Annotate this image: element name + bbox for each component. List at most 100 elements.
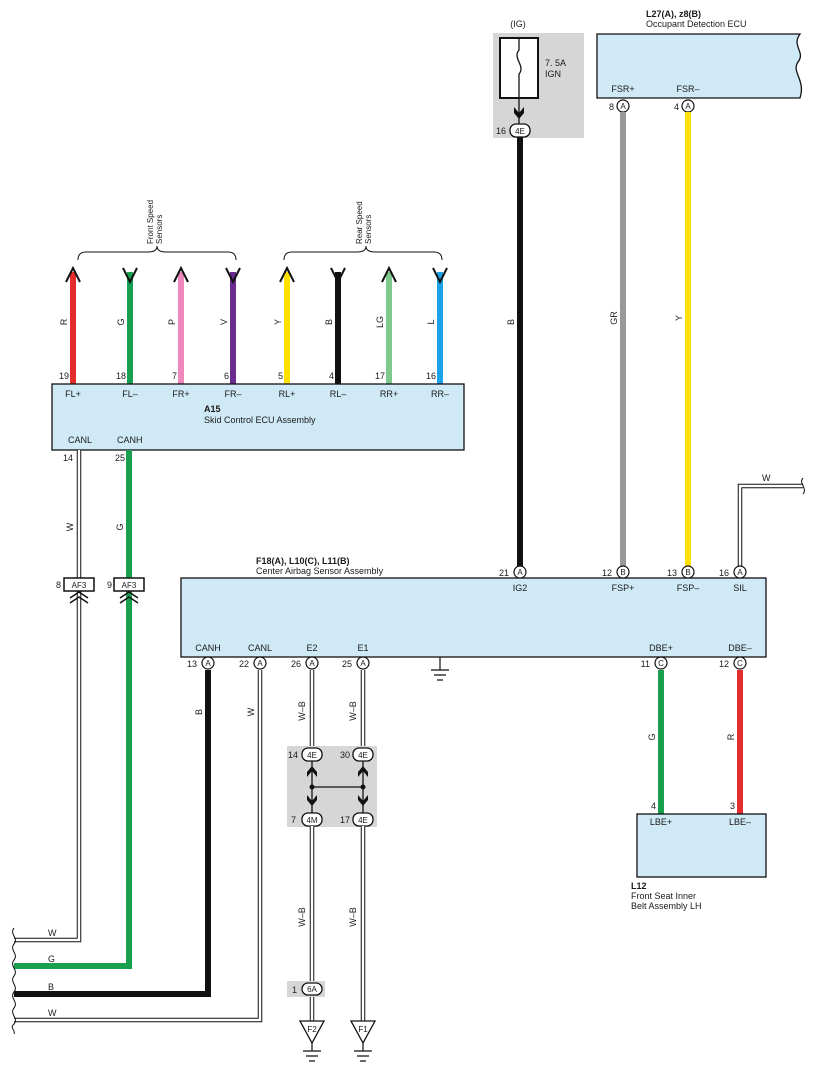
center-bottom-pin-conn: A [257, 659, 263, 668]
junction-pin9-chevron-icon [119, 591, 139, 604]
gc-conn: 6A [307, 985, 317, 994]
wire-color-label: L [426, 319, 436, 324]
ground-f1-label: F1 [358, 1025, 368, 1034]
gj-top-conn-1: 4E [307, 751, 317, 760]
center-bottom-pin-conn: A [205, 659, 211, 668]
gj-top-pin-30: 30 [340, 750, 350, 760]
ground-f2-label: F2 [307, 1025, 317, 1034]
skid-control-ecu: A15 Skid Control ECU Assembly CANL CANH … [51, 383, 465, 463]
arrow-in-icon-5 [330, 267, 346, 285]
center-top-pin-circle [513, 565, 527, 579]
center-top-pin-label: FSP– [677, 583, 700, 593]
center-top-pin-conn: A [517, 568, 523, 577]
belt-pin-label-lbe-minus: LBE– [729, 817, 751, 827]
skid-pin-label: FL– [122, 389, 138, 399]
center-top-pin-conn: B [620, 568, 625, 577]
arrow-in-icon-3 [225, 267, 241, 285]
wire-color-label: P [167, 319, 177, 325]
gj-arrow-up-icon-2 [358, 766, 368, 777]
occupant-ecu-name: Occupant Detection ECU [646, 19, 747, 29]
wire-fsr-plus-color: GR [609, 311, 619, 325]
belt-pin-number-3: 3 [730, 801, 735, 811]
belt-assembly: 4 3 LBE+ LBE– L12 Front Seat Inner Belt … [631, 801, 767, 911]
center-bottom-pin-label: CANL [248, 643, 272, 653]
gj-bottom-conn-2: 4E [358, 816, 368, 825]
skid-pin-label: FR– [224, 389, 241, 399]
skid-pin-number: 18 [116, 371, 126, 381]
junction-pin9-number: 9 [107, 580, 112, 590]
center-bottom-pin-number: 12 [719, 659, 729, 669]
skid-ecu-name: Skid Control ECU Assembly [204, 415, 316, 425]
belt-name-line2: Belt Assembly LH [631, 901, 702, 911]
center-top-pin-number: 12 [602, 568, 612, 578]
wire-sil-break-icon [801, 477, 805, 495]
occupant-ecu-id: L27(A), z8(B) [646, 9, 701, 19]
occupant-pin-number-4: 4 [674, 102, 679, 112]
arrow-out-icon-6 [381, 265, 397, 283]
fuse-rating: 7. 5A [545, 58, 566, 68]
ground-f2: F2 [298, 1020, 326, 1062]
front-sensors-brace-icon [77, 245, 237, 261]
center-bottom-pin-circle [253, 656, 267, 670]
wire-e2-color: W–B [297, 701, 307, 721]
gj-arrow-down-icon-2 [358, 795, 368, 806]
center-top-pin-conn: B [685, 568, 690, 577]
center-bottom-pin-circle [733, 656, 747, 670]
skid-ecu-box [51, 383, 465, 451]
skid-pin-label-canh: CANH [117, 435, 143, 445]
center-bottom-pin-number: 22 [239, 659, 249, 669]
center-bottom-pin-circle [356, 656, 370, 670]
skid-pin-label: RL+ [279, 389, 296, 399]
center-top-pin-number: 16 [719, 568, 729, 578]
center-bottom-pin-conn: C [658, 659, 664, 668]
skid-pin-label: RL– [330, 389, 347, 399]
center-top-pin-number: 21 [499, 568, 509, 578]
center-sensor-id: F18(A), L10(C), L11(B) [256, 556, 350, 566]
wire-skid-canh-green [14, 450, 132, 969]
front-sensors-label-line2: Sensors [155, 215, 164, 244]
skid-pin-label-canl: CANL [68, 435, 92, 445]
left-wire-break-icon [11, 927, 16, 1035]
front-sensors-group: Front Speed Sensors [77, 200, 237, 261]
occupant-pin-4-conn: A [685, 102, 691, 111]
ground-f2-earth-icon [303, 1050, 321, 1062]
rear-sensors-label-line2: Sensors [364, 215, 373, 244]
skid-pin-number-25: 25 [115, 453, 125, 463]
wire-skid-canl-color: W [65, 522, 75, 531]
rear-sensors-group: Rear Speed Sensors [283, 201, 443, 261]
center-bottom-pin-label: E2 [306, 643, 317, 653]
skid-pin-number-14: 14 [63, 453, 73, 463]
occupant-pin-number-8: 8 [609, 102, 614, 112]
junction-af3-pin8: 8 AF3 [56, 577, 95, 604]
center-bottom-pin-conn: A [360, 659, 366, 668]
center-top-pin-circle [681, 565, 695, 579]
wire-sil-color: W [762, 473, 771, 483]
center-top-pin-label: FSP+ [612, 583, 635, 593]
arrow-in-icon-1 [122, 267, 138, 285]
wire-e1-color: W–B [348, 701, 358, 721]
skid-pin-number: 5 [278, 371, 283, 381]
wire-center-canh-color: B [194, 709, 204, 715]
left-exit-label-g: G [48, 954, 55, 964]
belt-pin-label-lbe-plus: LBE+ [650, 817, 672, 827]
wire-sil-outline [737, 483, 803, 567]
junction-pin8-box [63, 577, 95, 592]
center-bottom-pin-label: DBE+ [649, 643, 673, 653]
lower-ground-wires: W–B W–B [297, 826, 366, 1021]
wire-dbe-plus-color: G [647, 733, 657, 740]
center-sensor-box [180, 577, 767, 658]
ground-f1-triangle-icon [349, 1020, 377, 1045]
skid-pin-number: 17 [375, 371, 385, 381]
center-airbag-sensor: F18(A), L10(C), L11(B) Center Airbag Sen… [180, 556, 767, 681]
fuse-icon [516, 38, 522, 98]
occupant-pin-label-fsr-plus: FSR+ [611, 84, 634, 94]
gc-oval [301, 982, 323, 996]
center-bottom-pin-number: 11 [641, 659, 650, 669]
center-bottom-pin-number: 25 [342, 659, 352, 669]
rear-sensors-brace-icon [283, 245, 443, 261]
left-exit-label-w1: W [48, 928, 57, 938]
center-top-pin-number: 13 [667, 568, 677, 578]
